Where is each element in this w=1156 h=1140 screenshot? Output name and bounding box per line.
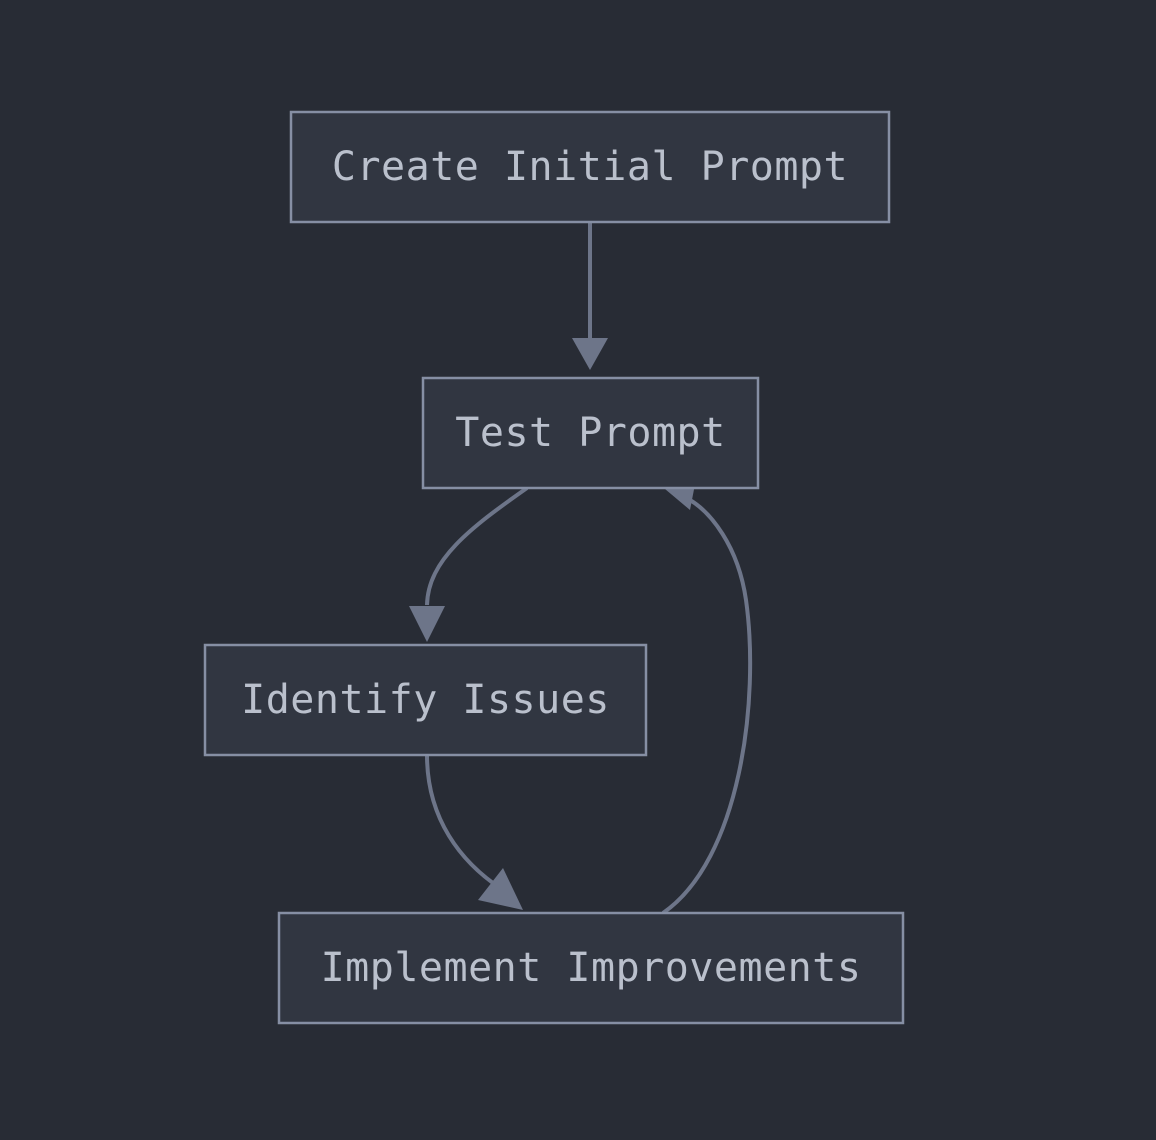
- node-implement-improvements-box[interactable]: [277, 911, 905, 1025]
- edge-create-to-test-arrowhead: [572, 338, 608, 370]
- node-implement-improvements-label: Implement Improvements: [321, 945, 862, 991]
- edge-implement-to-test: [661, 474, 753, 915]
- edge-test-to-identify-line: [425, 486, 529, 606]
- node-create-initial-prompt[interactable]: Create Initial Prompt: [289, 110, 891, 224]
- edge-test-to-identify-arrowhead: [409, 606, 445, 642]
- node-identify-issues[interactable]: Identify Issues: [203, 643, 648, 757]
- node-implement-improvements[interactable]: Implement Improvements: [277, 911, 905, 1025]
- edge-layer: [409, 222, 753, 915]
- node-identify-issues-label: Identify Issues: [241, 677, 610, 723]
- edge-test-to-identify: [409, 486, 529, 642]
- node-test-prompt-box[interactable]: [421, 376, 760, 490]
- edge-identify-to-implement-line: [425, 754, 505, 892]
- node-create-initial-prompt-box[interactable]: [289, 110, 891, 224]
- edge-identify-to-implement: [425, 754, 523, 910]
- edge-identify-to-implement-arrowhead: [478, 868, 523, 910]
- node-test-prompt-label: Test Prompt: [455, 410, 725, 456]
- node-layer: Create Initial Prompt Test Prompt Identi…: [203, 110, 905, 1025]
- node-identify-issues-box[interactable]: [203, 643, 648, 757]
- node-create-initial-prompt-label: Create Initial Prompt: [332, 144, 848, 190]
- edge-create-to-test: [572, 222, 608, 370]
- edge-implement-to-test-line: [661, 498, 753, 915]
- node-test-prompt[interactable]: Test Prompt: [421, 376, 760, 490]
